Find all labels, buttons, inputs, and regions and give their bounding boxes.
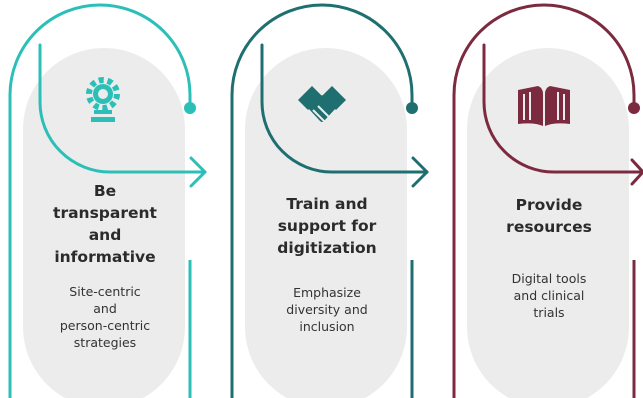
step-1-description: Site-centric and person-centric strategi… [59,284,151,350]
step-2-inner-arc [260,43,429,174]
step-2-pill [245,48,407,398]
step-2-card: Train and support for digitization Empha… [222,0,432,398]
step-3-title: Provide resources [506,196,592,236]
step-1-dot [184,102,196,114]
step-1-pill [23,48,185,398]
step-1-outline [8,3,192,398]
step-3-card: Provide resources Digital tools and clin… [444,0,643,398]
step-3-outline [452,3,636,398]
step-2-description: Emphasize diversity and inclusion [286,285,368,334]
step-1-arrowhead [189,156,207,188]
step-1-title: Be transparent and informative [53,182,157,266]
step-3-arrowhead [630,158,643,186]
step-2-outline [230,3,414,398]
step-2-dot [406,102,418,114]
book-icon [518,86,570,126]
step-2-shapes [230,3,429,398]
step-3-description: Digital tools and clinical trials [511,271,587,320]
step-2-arrowhead [411,156,429,188]
step-1-shapes [8,3,207,398]
step-3-pill [467,48,629,398]
handshake-icon [298,86,346,125]
step-3-inner-arc [482,43,643,174]
step-1-inner-arc [38,43,207,174]
gear-icon [86,77,120,122]
step-3-dot [628,102,640,114]
step-3-shapes [452,3,643,398]
step-1-card: Be transparent and informative Site-cent… [0,0,210,398]
step-2-title: Train and support for digitization [277,195,377,257]
